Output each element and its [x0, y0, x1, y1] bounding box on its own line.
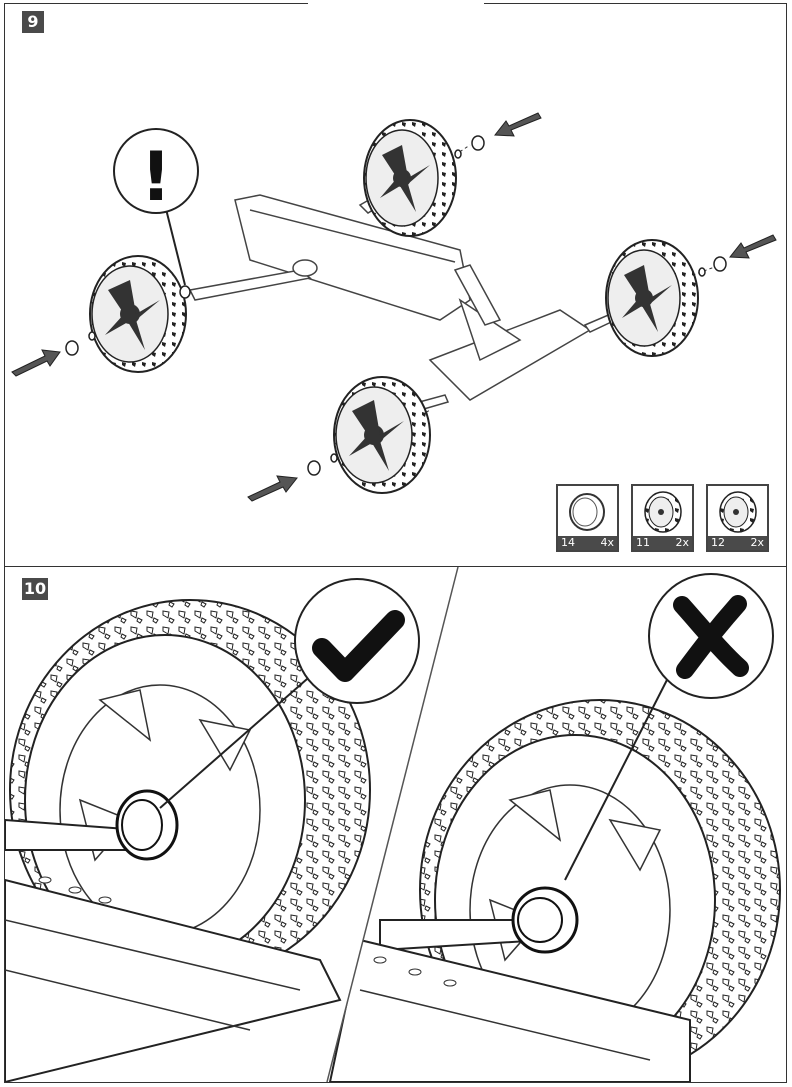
arrow-icon	[247, 475, 298, 502]
part-quantity: 2x	[750, 536, 764, 549]
arrow-icon	[729, 234, 777, 259]
part-quantity: 2x	[675, 536, 689, 549]
part-box-11: 11 2x	[631, 484, 694, 552]
step-number: 10	[22, 578, 48, 600]
step-number: 9	[22, 11, 44, 33]
panel-divider	[4, 566, 787, 567]
part-box-14: 14 4x	[556, 484, 619, 552]
part-number: 14	[561, 536, 575, 549]
part-number: 12	[711, 536, 725, 549]
frame-gap	[308, 1, 484, 5]
warning-callout	[113, 128, 199, 214]
cap-icon	[569, 493, 605, 531]
part-number: 11	[636, 536, 650, 549]
arrow-icon	[494, 112, 542, 137]
wheel-front-right	[333, 376, 431, 494]
wheel-front-left	[89, 255, 187, 373]
wheel-rear-right	[605, 239, 699, 357]
part-box-12: 12 2x	[706, 484, 769, 552]
part-quantity: 4x	[600, 536, 614, 549]
wheel-rear-left	[363, 119, 457, 237]
arrow-icon	[11, 349, 61, 377]
wheel-icon	[719, 491, 757, 533]
direction-arrows	[11, 112, 777, 502]
warning-icon: !	[140, 138, 171, 217]
step9-illustration: !	[11, 112, 777, 502]
wheel-icon	[644, 491, 682, 533]
